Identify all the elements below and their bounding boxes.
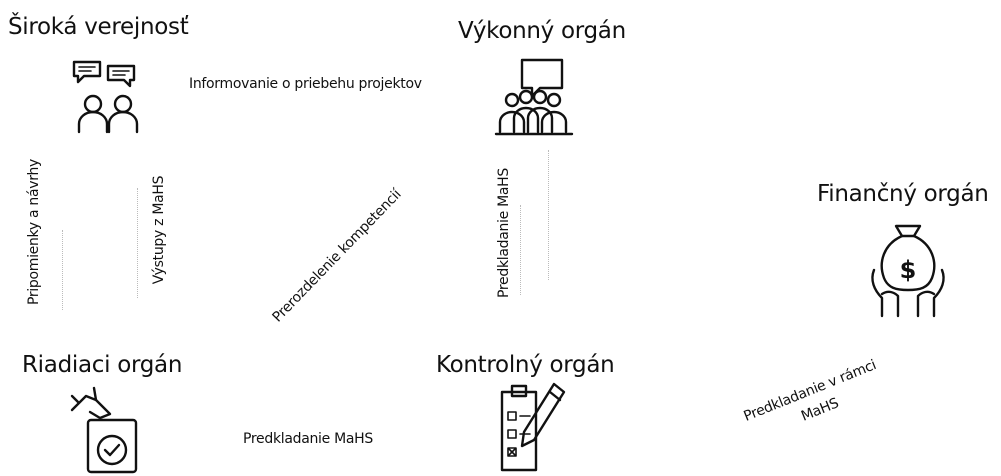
node-title-control: Kontrolný orgán [436, 352, 615, 378]
edge-label-submitting-vertical: Predkladanie MaHS [496, 168, 512, 298]
edge-label-informing: Informovanie o priebehu projektov [189, 76, 422, 92]
checklist-pen-icon [500, 382, 566, 472]
svg-text:$: $ [900, 256, 917, 284]
node-title-managing: Riadiaci orgán [22, 352, 183, 378]
money-bag-hands-icon: $ [871, 224, 945, 318]
connector-trace [520, 205, 521, 295]
group-meeting-icon [494, 58, 574, 136]
connector-trace [548, 150, 549, 280]
edge-label-outputs: Výstupy z MaHS [151, 175, 167, 285]
connector-trace [62, 230, 63, 310]
edge-label-redistribution: Prerozdelenie kompetencií [269, 186, 405, 326]
node-title-financial: Finančný orgán [817, 181, 989, 207]
edge-label-submitting-horizontal: Predkladanie MaHS [243, 431, 373, 447]
edge-label-comments: Pripomienky a návrhy [26, 158, 42, 306]
connector-trace [137, 188, 138, 298]
people-speech-icon [72, 60, 139, 134]
hand-vote-icon [70, 386, 138, 474]
node-title-executive: Výkonný orgán [458, 18, 626, 44]
node-title-public: Široká verejnosť [8, 14, 189, 40]
